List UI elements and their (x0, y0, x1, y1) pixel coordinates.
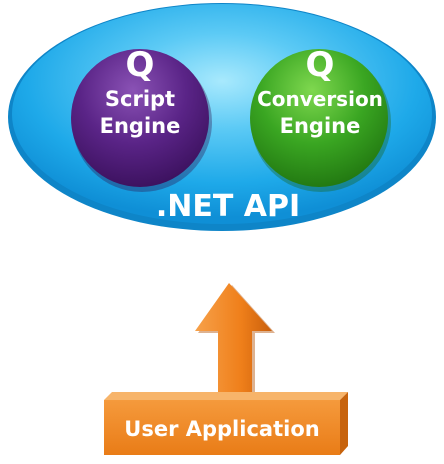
user-application-label: User Application (124, 417, 319, 441)
conversion-engine-line1: Conversion (257, 87, 383, 111)
conversion-engine-circle (250, 49, 391, 192)
conversion-engine-q-letter: Q (306, 45, 335, 85)
script-engine-circle (71, 49, 212, 192)
script-engine-line2: Engine (100, 114, 181, 138)
conversion-engine-line2: Engine (280, 114, 361, 138)
up-arrow-icon (195, 283, 275, 408)
script-engine-q-letter: Q (126, 45, 155, 85)
script-engine-line1: Script (105, 87, 175, 111)
user-application-box (104, 392, 348, 455)
net-api-label: .NET API (156, 189, 300, 224)
